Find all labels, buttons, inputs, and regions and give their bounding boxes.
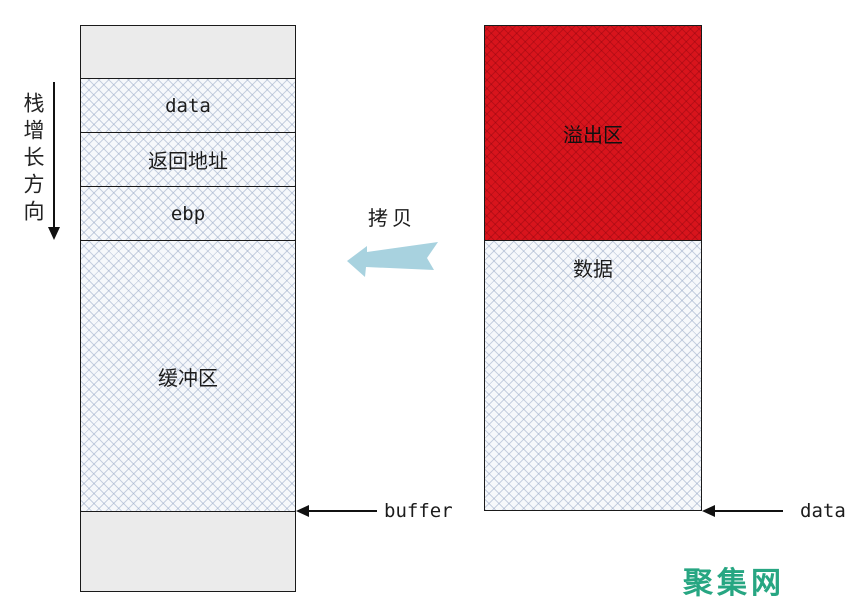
stack-cell-return-address: 返回地址 — [81, 133, 295, 187]
copy-arrow-shape — [347, 242, 438, 277]
stack-memory-column: data 返回地址 ebp 缓冲区 — [80, 25, 296, 592]
watermark-logo: 聚集网 — [683, 567, 785, 600]
down-arrow-line — [53, 82, 55, 228]
stack-cell-data-label: data — [165, 94, 211, 117]
copy-arrow-icon — [347, 242, 438, 277]
stack-cell-buffer-label: 缓冲区 — [158, 367, 218, 390]
buffer-arrow-icon — [296, 505, 309, 517]
stack-growth-direction-label: 栈增长方向 — [21, 92, 45, 227]
source-data-region-label: 数据 — [573, 259, 613, 281]
data-arrow-line — [713, 510, 783, 512]
buffer-pointer-label: buffer — [384, 500, 453, 522]
stack-cell-buffer: 缓冲区 — [81, 241, 295, 512]
stack-cell-ebp-label: ebp — [170, 202, 206, 225]
data-pointer-label: data — [800, 500, 846, 522]
stack-cell-return-address-label: 返回地址 — [148, 151, 228, 173]
source-data-block: 溢出区 数据 — [484, 25, 702, 511]
data-arrow-icon — [702, 505, 715, 517]
stack-cell-top — [81, 26, 295, 79]
stack-cell-ebp: ebp — [81, 187, 295, 241]
buffer-arrow-line — [307, 510, 377, 512]
stack-cell-data: data — [81, 79, 295, 133]
down-arrow-icon — [48, 227, 60, 240]
copy-label: 拷贝 — [368, 208, 416, 230]
stack-cell-bottom — [81, 512, 295, 591]
overflow-region-label: 溢出区 — [563, 124, 623, 147]
overflow-region: 溢出区 — [485, 26, 701, 241]
source-data-region: 数据 — [485, 241, 701, 510]
